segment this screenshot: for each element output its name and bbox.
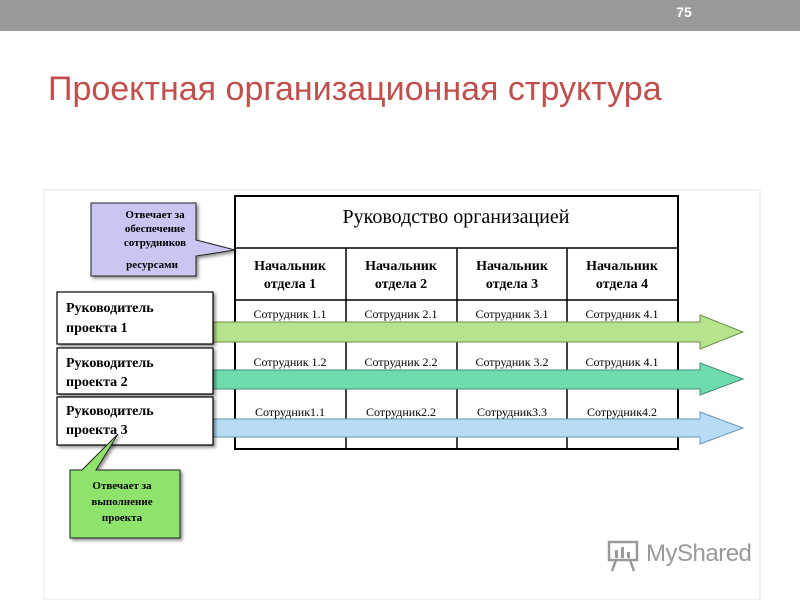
dept-head-4-line2: отдела 4 — [596, 277, 648, 292]
callout-project: Отвечает за выполнение проекта — [69, 433, 181, 539]
employee-cell: Сотрудник 2.1 — [364, 307, 437, 321]
diagram-frame — [43, 189, 761, 600]
project-manager-box-2: Руководитель проекта 2 — [56, 347, 214, 395]
employee-cells: Сотрудник 1.1 Сотрудник 2.1 Сотрудник 3.… — [253, 307, 658, 419]
employee-cell: Сотрудник3.3 — [477, 405, 547, 419]
employee-cell: Сотрудник 1.2 — [253, 355, 326, 369]
project-arrow-2 — [211, 362, 745, 396]
callout-resources-line1: Отвечает за — [125, 209, 185, 221]
employee-cell: Сотрудник 4.1 — [585, 307, 658, 321]
pm-1-line1: Руководитель — [66, 301, 154, 316]
employee-cell: Сотрудник 2.2 — [364, 355, 437, 369]
project-manager-box-3: Руководитель проекта 3 — [56, 396, 214, 446]
watermark-text: MyShared — [646, 540, 752, 567]
table-top-header: Руководство организацией — [343, 206, 570, 228]
employee-cell: Сотрудник1.1 — [255, 405, 325, 419]
dept-head-3-line2: отдела 3 — [486, 277, 538, 292]
presentation-board-icon — [607, 540, 639, 572]
callout-project-line1: Отвечает за — [92, 480, 152, 492]
slide-title: Проектная организационная структура — [48, 70, 662, 108]
slide-page-number: 75 — [676, 4, 692, 20]
dept-head-2-line1: Начальник — [365, 259, 438, 274]
slide-top-bar: 75 — [0, 0, 800, 31]
dept-head-1-line2: отдела 1 — [264, 277, 316, 292]
dept-head-4-line1: Начальник — [586, 259, 659, 274]
callout-project-line2: выполнение — [91, 496, 152, 508]
dept-head-1-line1: Начальник — [254, 259, 327, 274]
employee-cell: Сотрудник 1.1 — [253, 307, 326, 321]
dept-head-2-line2: отдела 2 — [375, 277, 427, 292]
dept-head-3-line1: Начальник — [476, 259, 549, 274]
pm-2-line1: Руководитель — [66, 356, 154, 371]
pm-2-line2: проекта 2 — [66, 375, 128, 390]
employee-cell: Сотрудник 4.1 — [585, 355, 658, 369]
employee-cell: Сотрудник 3.2 — [475, 355, 548, 369]
callout-resources-line3: сотрудников — [124, 237, 186, 249]
project-arrow-3 — [211, 411, 745, 445]
project-manager-box-1: Руководитель проекта 1 — [56, 291, 214, 345]
pm-3-line2: проекта 3 — [66, 423, 128, 438]
pm-1-line2: проекта 1 — [66, 321, 128, 336]
employee-cell: Сотрудник 3.1 — [475, 307, 548, 321]
watermark: MyShared — [606, 536, 776, 576]
callout-resources-line2: обеспечение — [125, 223, 185, 235]
callout-project-line3: проекта — [102, 512, 143, 524]
employee-cell: Сотрудник2.2 — [366, 405, 436, 419]
project-arrow-1 — [211, 314, 745, 350]
callout-resources-line4: ресурсами — [126, 259, 178, 271]
employee-cell: Сотрудник4.2 — [587, 405, 657, 419]
callout-resources: Отвечает за обеспечение сотрудников ресу… — [90, 202, 236, 277]
pm-3-line1: Руководитель — [66, 404, 154, 419]
